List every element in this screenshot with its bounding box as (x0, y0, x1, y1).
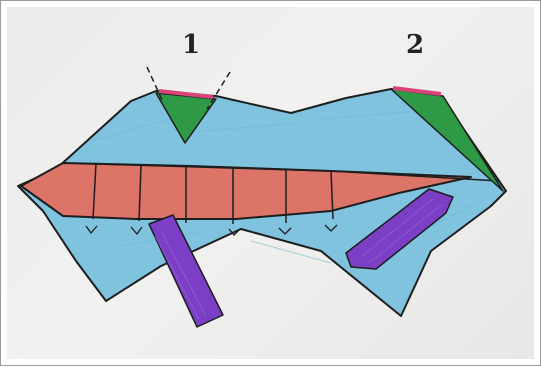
label-2: 2 (406, 30, 424, 60)
label-1: 1 (182, 30, 200, 60)
